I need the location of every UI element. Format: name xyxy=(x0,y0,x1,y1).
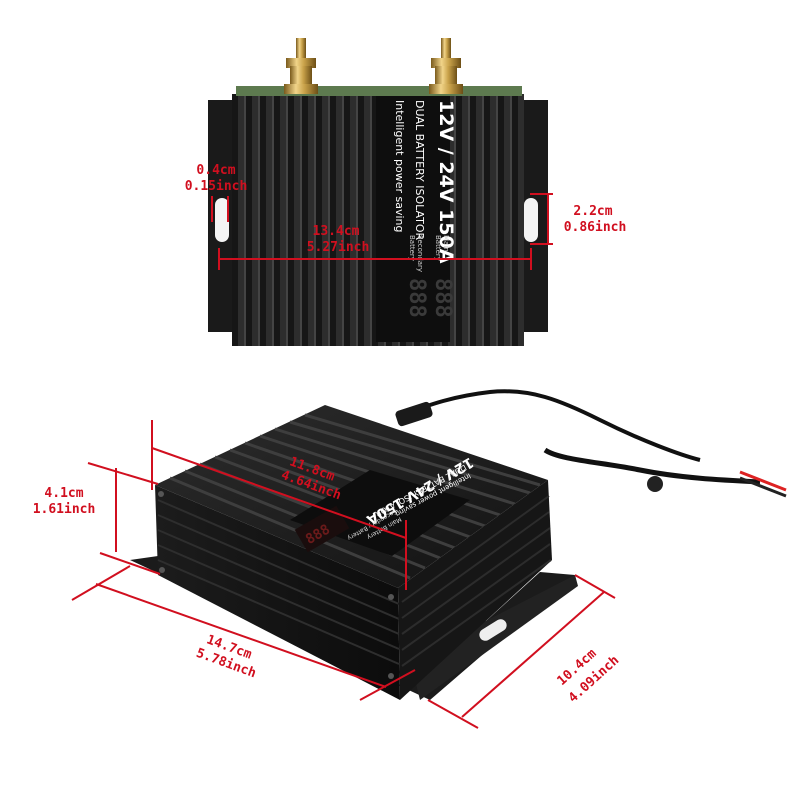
iso-screw-2 xyxy=(159,567,165,573)
iso-screw-3 xyxy=(388,594,394,600)
iso-screw-4 xyxy=(388,673,394,679)
top-pcb-edge xyxy=(236,86,522,96)
dim-slot-cm: 0.4cm xyxy=(196,163,236,178)
top-tagline: Intelligent power saving xyxy=(393,100,406,232)
top-secondary-battery-label-1: Secondary xyxy=(416,235,424,272)
iso-view-isolator: 888 12V / 24V 150A DUAL BATTERY ISOLATOR… xyxy=(71,389,787,729)
top-main-battery-label-1: Main xyxy=(442,235,450,252)
iso-front-face xyxy=(155,485,400,700)
iso-right-face xyxy=(398,480,552,700)
top-terminal-left xyxy=(284,38,318,94)
top-model-label: 12V / 24V 150A xyxy=(435,100,457,264)
iso-screw-1 xyxy=(158,491,164,497)
top-left-mount-slot xyxy=(215,198,229,242)
top-view-isolator: 12V / 24V 150A DUAL BATTERY ISOLATOR Int… xyxy=(208,38,553,346)
dim-height-in: 1.61inch xyxy=(32,502,96,517)
iso-flange-right xyxy=(410,575,578,700)
dim-height-cm: 4.1cm xyxy=(44,486,84,501)
dim-mount-in: 5.27inch xyxy=(306,240,370,255)
top-terminal-right xyxy=(429,38,463,94)
iso-cable-lower xyxy=(543,447,761,485)
iso-black-wire xyxy=(739,476,787,498)
top-secondary-battery-label-2: Battery xyxy=(408,235,416,261)
iso-right-fins xyxy=(401,495,552,667)
dim-flange-in: 0.86inch xyxy=(563,220,627,235)
iso-display xyxy=(294,505,350,553)
dim-slot-in: 0.15inch xyxy=(184,179,248,194)
top-label-panel xyxy=(376,96,450,342)
top-product-name: DUAL BATTERY ISOLATOR xyxy=(413,100,426,241)
top-dimension-lines xyxy=(211,193,553,270)
dim-mount-cm: 13.4cm xyxy=(312,224,360,239)
iso-flange-slot xyxy=(479,619,507,641)
iso-front-fins xyxy=(157,499,400,665)
iso-connector xyxy=(395,401,433,427)
iso-dimension-lines xyxy=(71,420,616,729)
iso-cable xyxy=(399,389,701,462)
iso-ring-terminal xyxy=(647,476,663,492)
top-display-main: 888 xyxy=(430,278,455,318)
top-display-secondary: 888 xyxy=(404,278,429,318)
dim-flange-cm: 2.2cm xyxy=(573,204,613,219)
iso-red-wire xyxy=(739,470,787,492)
top-main-battery-label-2: Battery xyxy=(434,235,442,261)
top-right-mount-slot xyxy=(524,198,538,242)
